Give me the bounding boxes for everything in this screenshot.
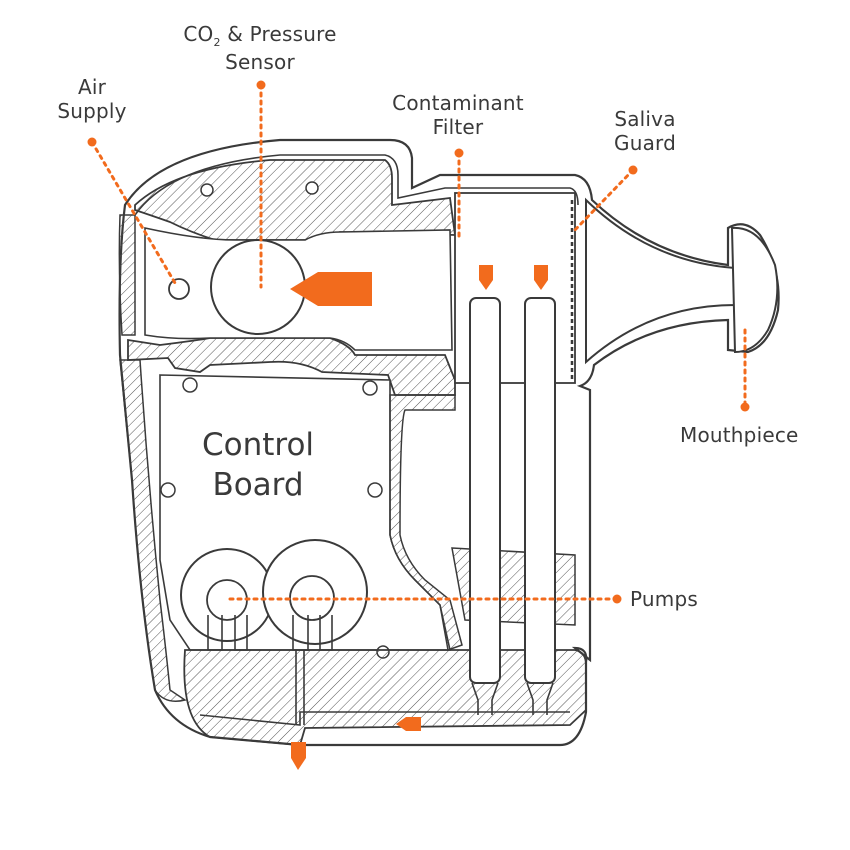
label-control-board: Control Board bbox=[168, 425, 348, 505]
sample-tube-right bbox=[524, 297, 556, 715]
label-control-board-line2: Board bbox=[212, 467, 304, 503]
label-control-board-line1: Control bbox=[201, 427, 315, 463]
sensor-flow-arrow bbox=[290, 272, 372, 306]
outlet-flow-arrow bbox=[291, 742, 306, 770]
label-air-supply-line2: Supply bbox=[57, 99, 127, 123]
dot-pumps bbox=[612, 594, 622, 604]
left-port-wall bbox=[118, 214, 136, 336]
left-wall bbox=[119, 359, 187, 702]
boss-6 bbox=[305, 181, 319, 195]
label-pumps: Pumps bbox=[630, 587, 698, 611]
filter-flow-arrow-left bbox=[479, 265, 493, 290]
label-saliva-line2: Guard bbox=[614, 131, 676, 155]
label-filter-line1: Contaminant bbox=[392, 91, 524, 115]
label-contaminant-filter: Contaminant Filter bbox=[368, 91, 548, 139]
exhaust-nozzle bbox=[295, 650, 305, 725]
leader-saliva-guard bbox=[571, 168, 635, 234]
label-co2-line2: Sensor bbox=[225, 50, 295, 74]
label-air-supply: Air Supply bbox=[42, 75, 142, 123]
boss-3 bbox=[160, 482, 176, 498]
dot-co2-sensor bbox=[256, 80, 266, 90]
sample-tube-left bbox=[469, 297, 501, 715]
exhaust-flow-arrow bbox=[396, 717, 421, 731]
exhaust-channel bbox=[199, 711, 570, 726]
middle-housing-partition bbox=[127, 337, 456, 396]
dot-saliva-guard bbox=[628, 165, 638, 175]
dot-mouthpiece bbox=[740, 402, 750, 412]
right-inner-wall bbox=[389, 394, 463, 652]
label-co2-pressure-sensor: CO2 & Pressure Sensor bbox=[160, 22, 360, 74]
co2-pressure-sensor bbox=[210, 239, 306, 335]
leader-air-supply bbox=[90, 140, 177, 285]
label-saliva-line1: Saliva bbox=[614, 107, 676, 131]
label-mouthpiece: Mouthpiece bbox=[680, 423, 799, 447]
dot-filter bbox=[454, 148, 464, 158]
boss-1 bbox=[182, 377, 198, 393]
label-saliva-guard: Saliva Guard bbox=[590, 107, 700, 155]
label-co2-line1: CO2 & Pressure bbox=[183, 22, 337, 49]
air-supply-port bbox=[168, 278, 190, 300]
boss-5 bbox=[200, 183, 214, 197]
dot-air-supply bbox=[87, 137, 97, 147]
mouthpiece bbox=[585, 197, 736, 365]
label-filter-line2: Filter bbox=[432, 115, 484, 139]
mouthpiece-cap bbox=[730, 226, 779, 354]
boss-4 bbox=[367, 482, 383, 498]
filter-flow-arrow-right bbox=[534, 265, 548, 290]
label-air-supply-line1: Air bbox=[77, 75, 107, 99]
boss-2 bbox=[362, 380, 378, 396]
